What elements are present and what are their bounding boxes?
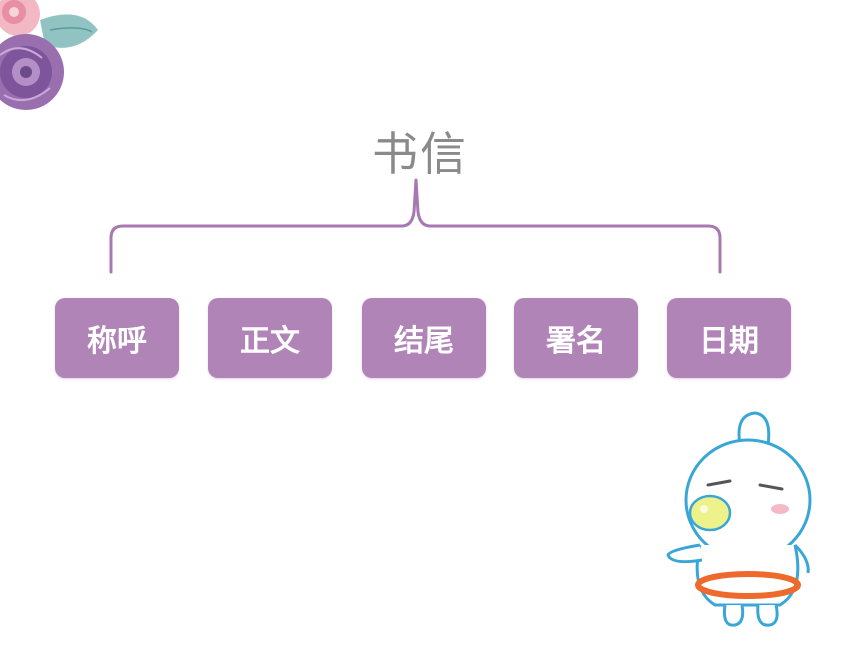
diagram-node-body: 正文 bbox=[208, 298, 332, 378]
mascot-icon bbox=[666, 411, 812, 627]
diagram-root-title: 书信 bbox=[372, 127, 468, 181]
diagram-node-closing: 结尾 bbox=[362, 298, 486, 378]
diagram-node-date: 日期 bbox=[667, 298, 791, 378]
flower-icon bbox=[0, 0, 98, 110]
diagram-node-greeting: 称呼 bbox=[55, 298, 179, 378]
diagram-node-signature: 署名 bbox=[514, 298, 638, 378]
